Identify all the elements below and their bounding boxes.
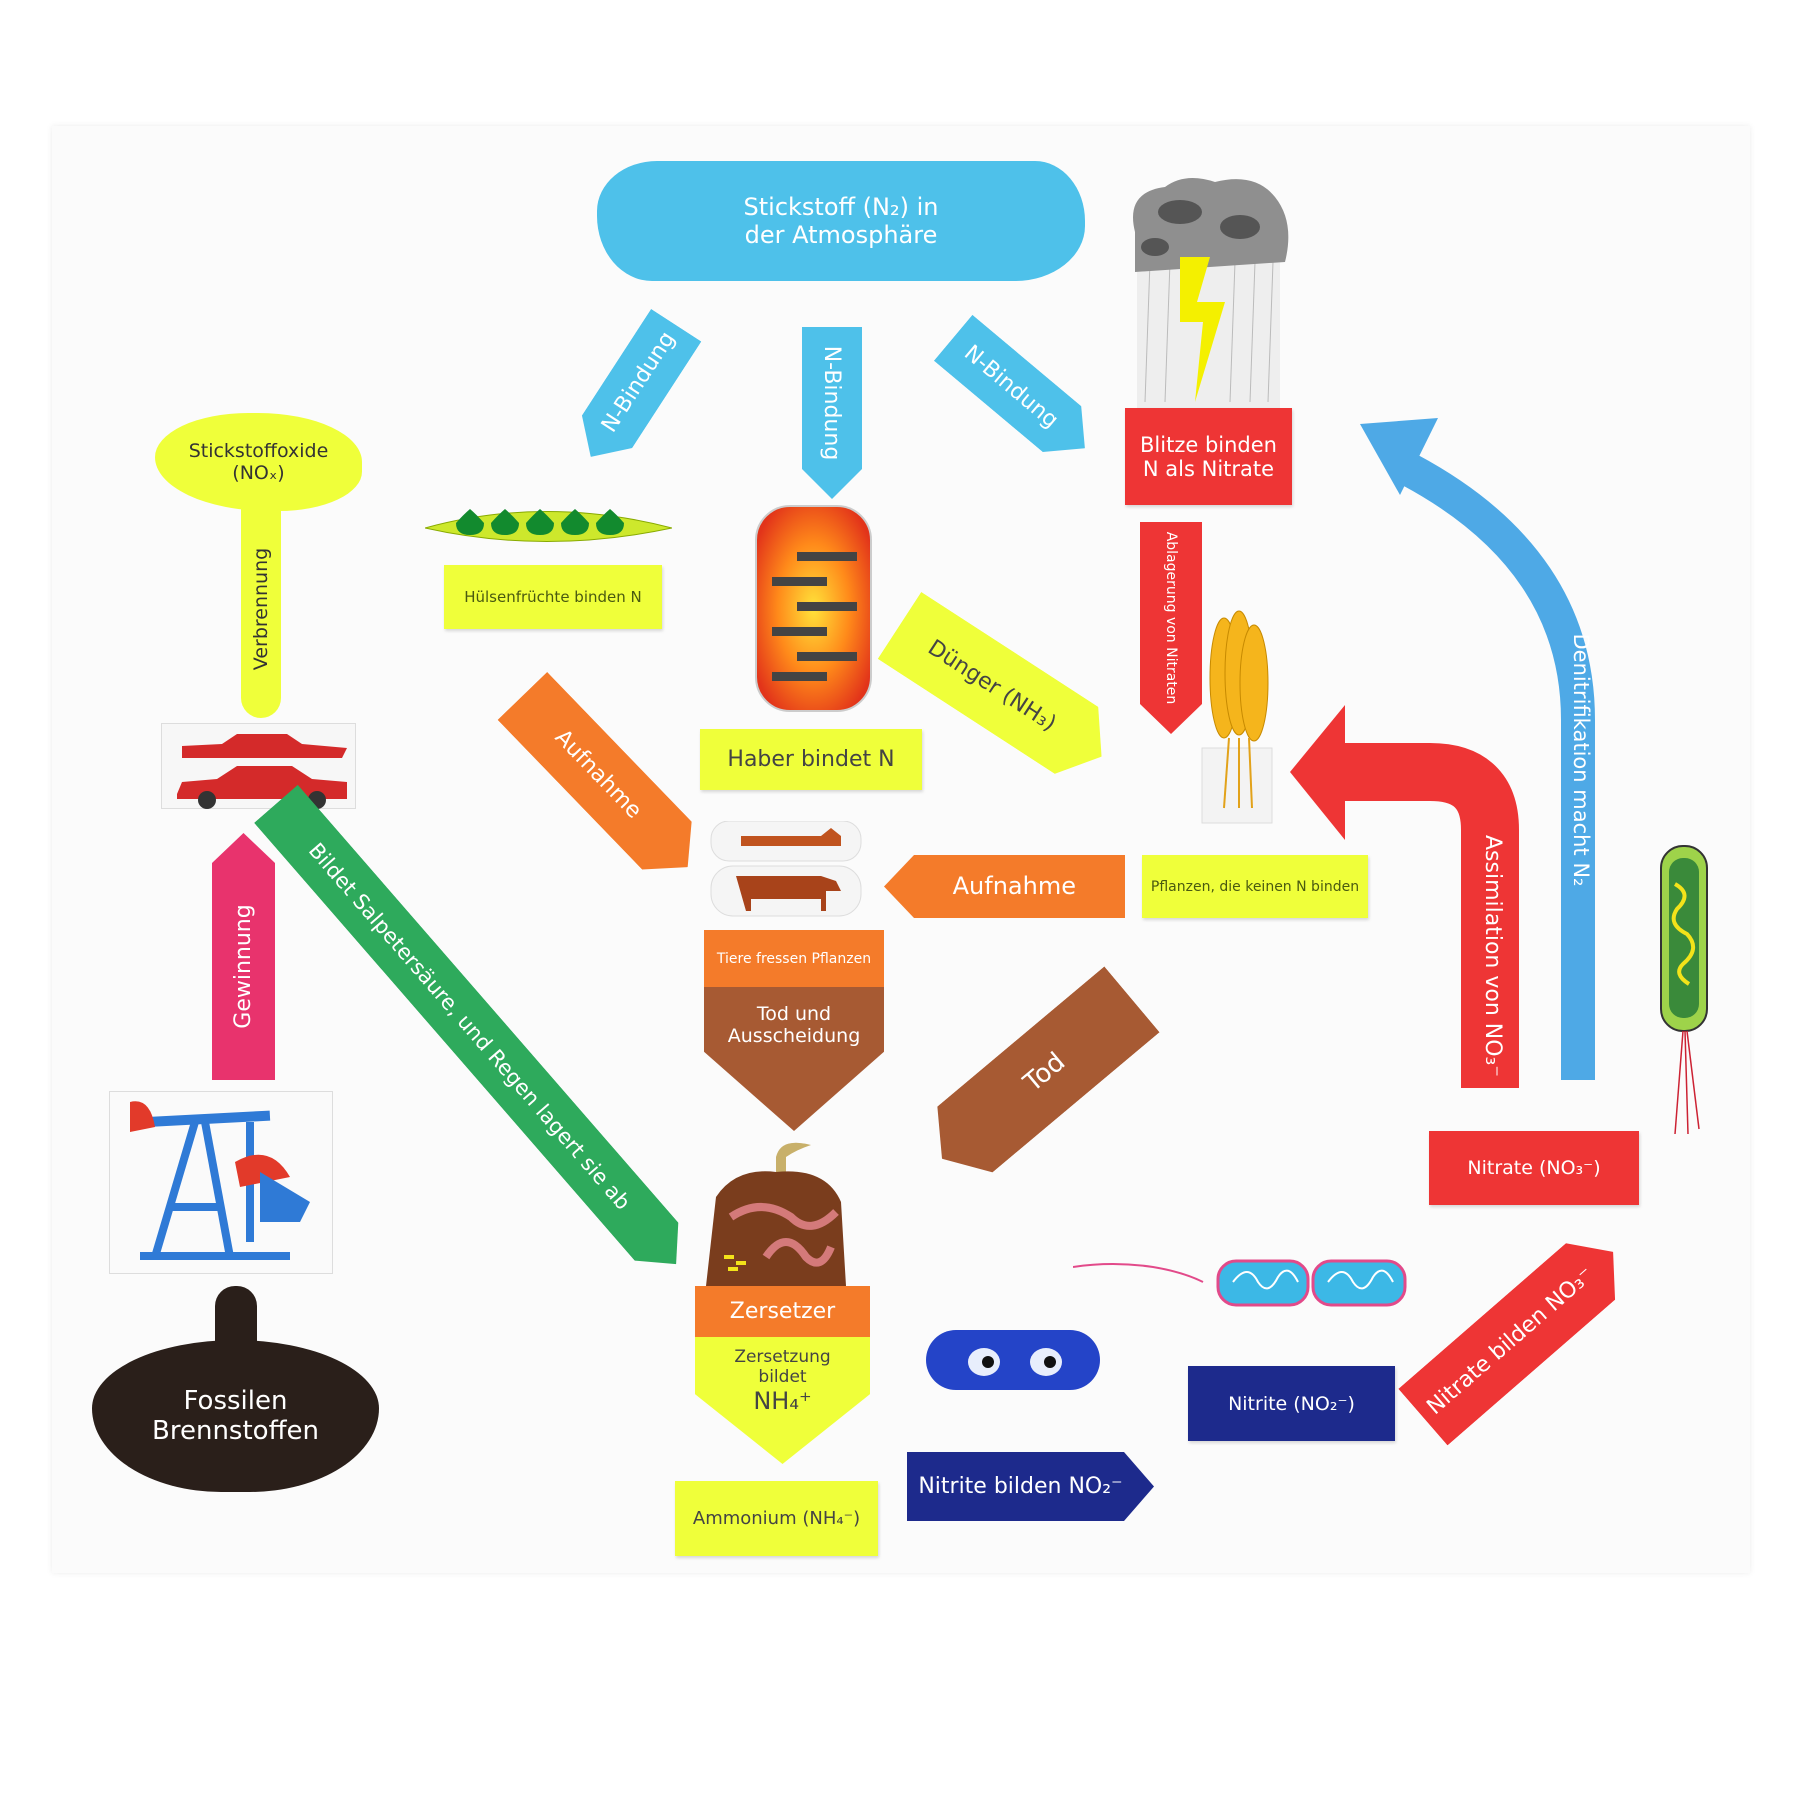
combustion-stem: Verbrennung	[241, 500, 281, 718]
nitrate-label: Nitrate (NO₃⁻)	[1429, 1131, 1639, 1205]
fixation-arrow-haber: N-Bindung	[802, 327, 862, 499]
atmosphere-cloud: Stickstoff (N₂) in der Atmosphäre	[597, 161, 1085, 281]
decomposition-line3: NH₄⁺	[753, 1387, 812, 1415]
denitrification-label: Denitrifikation macht N₂	[1569, 633, 1593, 887]
nitrite-bacterium-icon	[924, 1326, 1102, 1395]
lightning-line2: N als Nitrate	[1142, 456, 1275, 481]
death-excretion-line1: Tod und	[756, 1003, 832, 1025]
fossil-fuels-blob: Fossilen Brennstoffen	[92, 1340, 379, 1492]
nox-line2: (NOₓ)	[232, 462, 285, 484]
cow-icon	[706, 820, 867, 918]
nitrite-label: Nitrite (NO₂⁻)	[1188, 1366, 1395, 1441]
uptake-arrow-right: Aufnahme	[884, 855, 1125, 918]
denitrifying-bacterium-icon	[1653, 844, 1716, 1137]
assimilation-label: Assimilation von NO₃⁻	[1480, 835, 1505, 1077]
nitrate-bacterium-icon	[1072, 1257, 1412, 1314]
ammonium-label: Ammonium (NH₄⁻)	[675, 1481, 878, 1556]
extraction-label: Gewinnung	[231, 904, 256, 1029]
uptake-right-label: Aufnahme	[952, 872, 1077, 901]
storm-cloud-icon	[1125, 172, 1292, 408]
oil-pump-icon	[109, 1091, 333, 1274]
fossil-neck	[215, 1286, 257, 1356]
nox-line1: Stickstoffoxide	[188, 440, 329, 462]
decomposer-label: Zersetzer	[695, 1286, 870, 1337]
decomposition-line1: Zersetzung	[734, 1347, 831, 1367]
animals-label: Tiere fressen Pflanzen	[704, 930, 884, 987]
soil-decomposer-icon	[706, 1137, 855, 1286]
lightning-label: Blitze binden N als Nitrate	[1125, 408, 1292, 505]
plants-label: Pflanzen, die keinen N binden	[1142, 855, 1368, 918]
haber-reactor-icon	[755, 505, 872, 712]
fixation-arrow-label: N-Bindung	[819, 345, 845, 461]
wheat-icon	[1194, 608, 1280, 827]
pea-pod-icon	[424, 505, 673, 551]
decomposition-line2: bildet	[758, 1367, 807, 1387]
nitrite-forming-arrow: Nitrite bilden NO₂⁻	[907, 1452, 1154, 1521]
nitrate-deposit-arrow: Ablagerung von Nitraten	[1140, 522, 1202, 734]
atmosphere-line2: der Atmosphäre	[744, 221, 938, 249]
legumes-label: Hülsenfrüchte binden N	[444, 565, 662, 629]
nitrate-deposit-label: Ablagerung von Nitraten	[1163, 531, 1179, 705]
combustion-label: Verbrennung	[250, 547, 272, 671]
death-excretion-line2: Ausscheidung	[727, 1025, 861, 1047]
haber-label: Haber bindet N	[700, 729, 922, 790]
nox-cloud: Stickstoffoxide (NOₓ)	[155, 413, 362, 511]
lightning-line1: Blitze binden	[1140, 432, 1277, 457]
atmosphere-line1: Stickstoff (N₂) in	[743, 193, 939, 221]
nitrite-forming-label: Nitrite bilden NO₂⁻	[918, 1474, 1123, 1499]
extraction-arrow: Gewinnung	[212, 833, 275, 1080]
fossil-line2: Brennstoffen	[152, 1416, 319, 1446]
fossil-line1: Fossilen	[183, 1386, 288, 1416]
cars-icon	[161, 723, 356, 809]
death-label: Tod	[1018, 1046, 1072, 1099]
